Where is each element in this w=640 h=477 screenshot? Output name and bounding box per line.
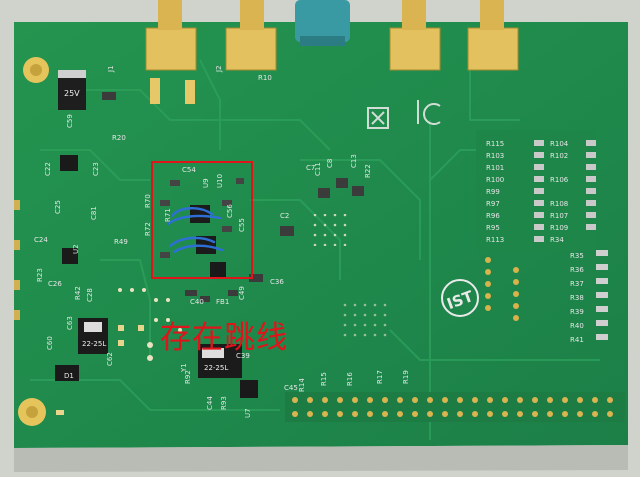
jumper-wires	[166, 207, 224, 254]
svg-text:C54: C54	[182, 166, 196, 174]
annotation-label: 存在跳线	[160, 320, 288, 356]
svg-text:R100: R100	[486, 176, 504, 184]
svg-text:R20: R20	[112, 134, 126, 142]
svg-text:J1: J1	[107, 65, 115, 73]
svg-text:C63: C63	[66, 316, 74, 330]
svg-text:C81: C81	[90, 206, 98, 220]
svg-text:C56: C56	[226, 204, 234, 218]
svg-text:U7: U7	[244, 408, 252, 418]
svg-text:R71: R71	[164, 208, 172, 222]
svg-text:R17: R17	[376, 370, 384, 384]
svg-text:C40: C40	[190, 298, 204, 306]
svg-text:R10: R10	[258, 74, 272, 82]
svg-text:R38: R38	[570, 294, 584, 302]
svg-text:C8: C8	[326, 159, 334, 168]
svg-text:R34: R34	[550, 236, 564, 244]
svg-text:R37: R37	[570, 280, 584, 288]
svg-text:R15: R15	[320, 372, 328, 386]
svg-text:R22: R22	[364, 164, 372, 178]
svg-text:C28: C28	[86, 288, 94, 302]
svg-text:R92: R92	[184, 370, 192, 384]
svg-text:R93: R93	[220, 396, 228, 410]
svg-text:FB1: FB1	[216, 298, 229, 306]
svg-text:25V: 25V	[64, 89, 80, 98]
svg-text:R70: R70	[144, 194, 152, 208]
svg-text:C62: C62	[106, 352, 114, 366]
annotation-box	[151, 161, 253, 279]
svg-text:C44: C44	[206, 396, 214, 410]
svg-text:R97: R97	[486, 200, 500, 208]
svg-text:C23: C23	[92, 162, 100, 176]
svg-text:R36: R36	[570, 266, 584, 274]
svg-text:R41: R41	[570, 336, 584, 344]
svg-text:Y1: Y1	[180, 363, 188, 373]
svg-text:R99: R99	[486, 188, 500, 196]
svg-text:R19: R19	[402, 370, 410, 384]
svg-text:R72: R72	[144, 222, 152, 236]
electrolytic-caps: 22-25L 22-25L	[78, 318, 242, 378]
svg-text:R103: R103	[486, 152, 504, 160]
svg-text:C24: C24	[34, 236, 48, 244]
svg-text:C2: C2	[280, 212, 289, 220]
mounting-holes	[18, 57, 49, 426]
svg-text:22-25L: 22-25L	[82, 340, 106, 348]
svg-text:C45: C45	[284, 384, 298, 392]
svg-text:U10: U10	[216, 174, 224, 188]
svg-text:C11: C11	[314, 162, 322, 176]
svg-text:C13: C13	[350, 154, 358, 168]
svg-text:D1: D1	[64, 372, 74, 380]
svg-text:R109: R109	[550, 224, 568, 232]
svg-text:R115: R115	[486, 140, 504, 148]
svg-text:C7: C7	[306, 164, 315, 172]
svg-text:U2: U2	[72, 244, 80, 254]
svg-text:R108: R108	[550, 200, 568, 208]
svg-text:R102: R102	[550, 152, 568, 160]
svg-text:C25: C25	[54, 200, 62, 214]
svg-text:R96: R96	[486, 212, 500, 220]
svg-text:C60: C60	[46, 336, 54, 350]
svg-text:R39: R39	[570, 308, 584, 316]
svg-text:R14: R14	[298, 378, 306, 392]
svg-text:R104: R104	[550, 140, 569, 148]
svg-text:22-25L: 22-25L	[204, 364, 228, 372]
svg-text:C26: C26	[48, 280, 62, 288]
svg-text:R95: R95	[486, 224, 500, 232]
svg-text:R42: R42	[74, 286, 82, 300]
svg-text:C36: C36	[270, 278, 284, 286]
svg-text:C49: C49	[238, 286, 246, 300]
svg-text:R40: R40	[570, 322, 584, 330]
resistor-ladder	[476, 130, 608, 340]
pin-header-bottom	[285, 392, 625, 422]
svg-text:R101: R101	[486, 164, 504, 172]
svg-text:C22: C22	[44, 162, 52, 176]
svg-text:R107: R107	[550, 212, 568, 220]
svg-text:R49: R49	[114, 238, 128, 246]
svg-text:J2: J2	[215, 65, 223, 73]
teal-connector	[295, 0, 350, 42]
svg-text:R113: R113	[486, 236, 504, 244]
svg-text:C55: C55	[238, 218, 246, 232]
svg-text:C39: C39	[236, 352, 250, 360]
svg-text:R35: R35	[570, 252, 584, 260]
sma-connectors	[145, 0, 519, 104]
svg-text:U9: U9	[202, 178, 210, 188]
svg-text:R16: R16	[346, 372, 354, 386]
svg-text:R23: R23	[36, 268, 44, 282]
svg-text:R106: R106	[550, 176, 569, 184]
svg-text:C59: C59	[66, 114, 74, 128]
